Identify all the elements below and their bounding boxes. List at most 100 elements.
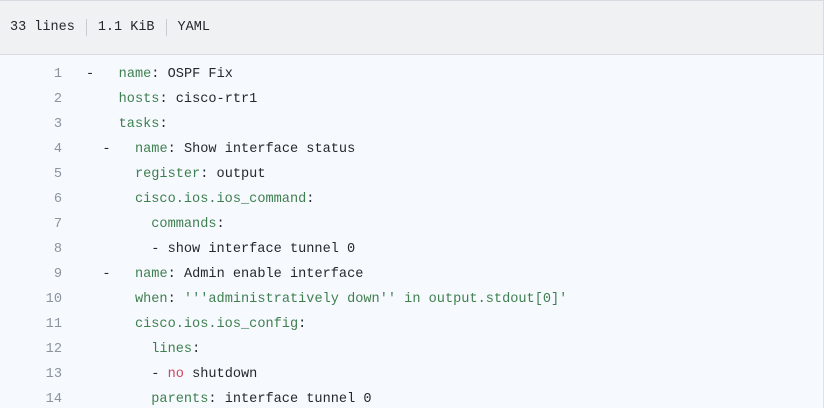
token-key: name (134, 142, 168, 157)
token-key: parents (151, 392, 209, 407)
line-number[interactable]: 6 (53, 192, 62, 207)
token-plain (86, 217, 151, 232)
token-punct: - (86, 142, 119, 157)
token-plain: cisco-rtr1 (175, 92, 258, 107)
line-number[interactable]: 4 (53, 142, 62, 157)
token-plain (119, 142, 135, 157)
token-bool: no (167, 367, 184, 382)
line-number[interactable]: 2 (53, 92, 62, 107)
line-number[interactable]: 9 (53, 267, 62, 282)
token-key: cisco.ios.ios_command (134, 192, 307, 207)
code-line: 2 hosts: cisco-rtr1 (0, 87, 823, 112)
token-key: cisco.ios.ios_config (134, 317, 299, 332)
token-punct: : (216, 217, 225, 232)
token-plain (86, 167, 135, 182)
line-code[interactable]: cisco.ios.ios_config: (76, 312, 823, 337)
code-line: 9 - name: Admin enable interface (0, 262, 823, 287)
token-plain (86, 317, 135, 332)
line-number[interactable]: 5 (53, 167, 62, 182)
token-plain (86, 342, 151, 357)
token-punct: : (306, 192, 315, 207)
code-line: 5 register: output (0, 162, 823, 187)
token-key: tasks (118, 117, 160, 132)
line-number[interactable]: 12 (45, 342, 62, 357)
token-punct: : (192, 342, 201, 357)
line-number[interactable]: 7 (53, 217, 62, 232)
file-meta-header: 33 lines 1.1 KiB YAML (0, 0, 824, 55)
token-key: when (134, 292, 168, 307)
line-code[interactable]: - name: Show interface status (76, 137, 823, 162)
code-line: 8 - show interface tunnel 0 (0, 237, 823, 262)
token-plain: Show interface status (183, 142, 356, 157)
code-line: 6 cisco.ios.ios_command: (0, 187, 823, 212)
token-key: name (118, 67, 152, 82)
code-line: 11 cisco.ios.ios_config: (0, 312, 823, 337)
token-plain: Admin enable interface (183, 267, 364, 282)
token-punct: : (167, 142, 184, 157)
token-plain: output (216, 167, 266, 182)
token-punct: : (159, 92, 176, 107)
token-key: register (134, 167, 201, 182)
token-plain (86, 192, 135, 207)
line-number[interactable]: 3 (53, 117, 62, 132)
line-code[interactable]: tasks: (76, 112, 823, 137)
code-line: 14 parents: interface tunnel 0 (0, 387, 823, 408)
line-code[interactable]: - show interface tunnel 0 (76, 237, 823, 262)
token-punct: - (86, 367, 168, 382)
line-count-label: 33 lines (10, 19, 75, 35)
token-punct: - (86, 242, 168, 257)
token-punct: : (159, 117, 168, 132)
code-line: 4 - name: Show interface status (0, 137, 823, 162)
token-plain: show interface tunnel 0 (167, 242, 356, 257)
line-code[interactable]: hosts: cisco-rtr1 (76, 87, 823, 112)
line-code[interactable]: - no shutdown (76, 362, 823, 387)
meta-separator-1 (85, 19, 87, 36)
line-code[interactable]: lines: (76, 337, 823, 362)
token-key: commands (151, 217, 217, 232)
line-code[interactable]: register: output (76, 162, 823, 187)
token-plain (102, 67, 118, 82)
code-line: 1 - name: OSPF Fix (0, 62, 823, 87)
token-punct: : (167, 267, 184, 282)
code-line: 13 - no shutdown (0, 362, 823, 387)
code-line: 10 when: '''administratively down'' in o… (0, 287, 823, 312)
token-plain: shutdown (183, 367, 258, 382)
token-punct: : (298, 317, 307, 332)
token-punct: : (208, 392, 225, 407)
line-number[interactable]: 8 (53, 242, 62, 257)
token-punct: - (86, 267, 119, 282)
token-plain (86, 92, 119, 107)
token-punct: : (167, 292, 184, 307)
token-plain: OSPF Fix (167, 67, 233, 82)
line-number[interactable]: 13 (45, 367, 62, 382)
line-number[interactable]: 14 (45, 392, 62, 407)
token-plain (86, 392, 151, 407)
line-number[interactable]: 1 (53, 67, 62, 82)
code-line: 12 lines: (0, 337, 823, 362)
token-punct: : (200, 167, 217, 182)
line-code[interactable]: - name: Admin enable interface (76, 262, 823, 287)
line-code[interactable]: cisco.ios.ios_command: (76, 187, 823, 212)
line-code[interactable]: - name: OSPF Fix (76, 62, 823, 87)
line-number[interactable]: 10 (45, 292, 62, 307)
token-key: lines (151, 342, 193, 357)
code-line: 7 commands: (0, 212, 823, 237)
line-code[interactable]: parents: interface tunnel 0 (76, 387, 823, 408)
token-key: name (134, 267, 168, 282)
code-line: 3 tasks: (0, 112, 823, 137)
file-size-label: 1.1 KiB (97, 19, 155, 35)
token-punct: - (86, 67, 103, 82)
line-code[interactable]: when: '''administratively down'' in outp… (76, 287, 823, 312)
token-plain: interface tunnel 0 (224, 392, 372, 407)
token-plain (119, 267, 135, 282)
line-number[interactable]: 11 (45, 317, 62, 332)
token-key: hosts (118, 92, 160, 107)
token-plain (86, 292, 135, 307)
line-code[interactable]: commands: (76, 212, 823, 237)
file-language-label: YAML (177, 19, 210, 35)
file-meta-list: 33 lines 1.1 KiB YAML (10, 19, 221, 36)
